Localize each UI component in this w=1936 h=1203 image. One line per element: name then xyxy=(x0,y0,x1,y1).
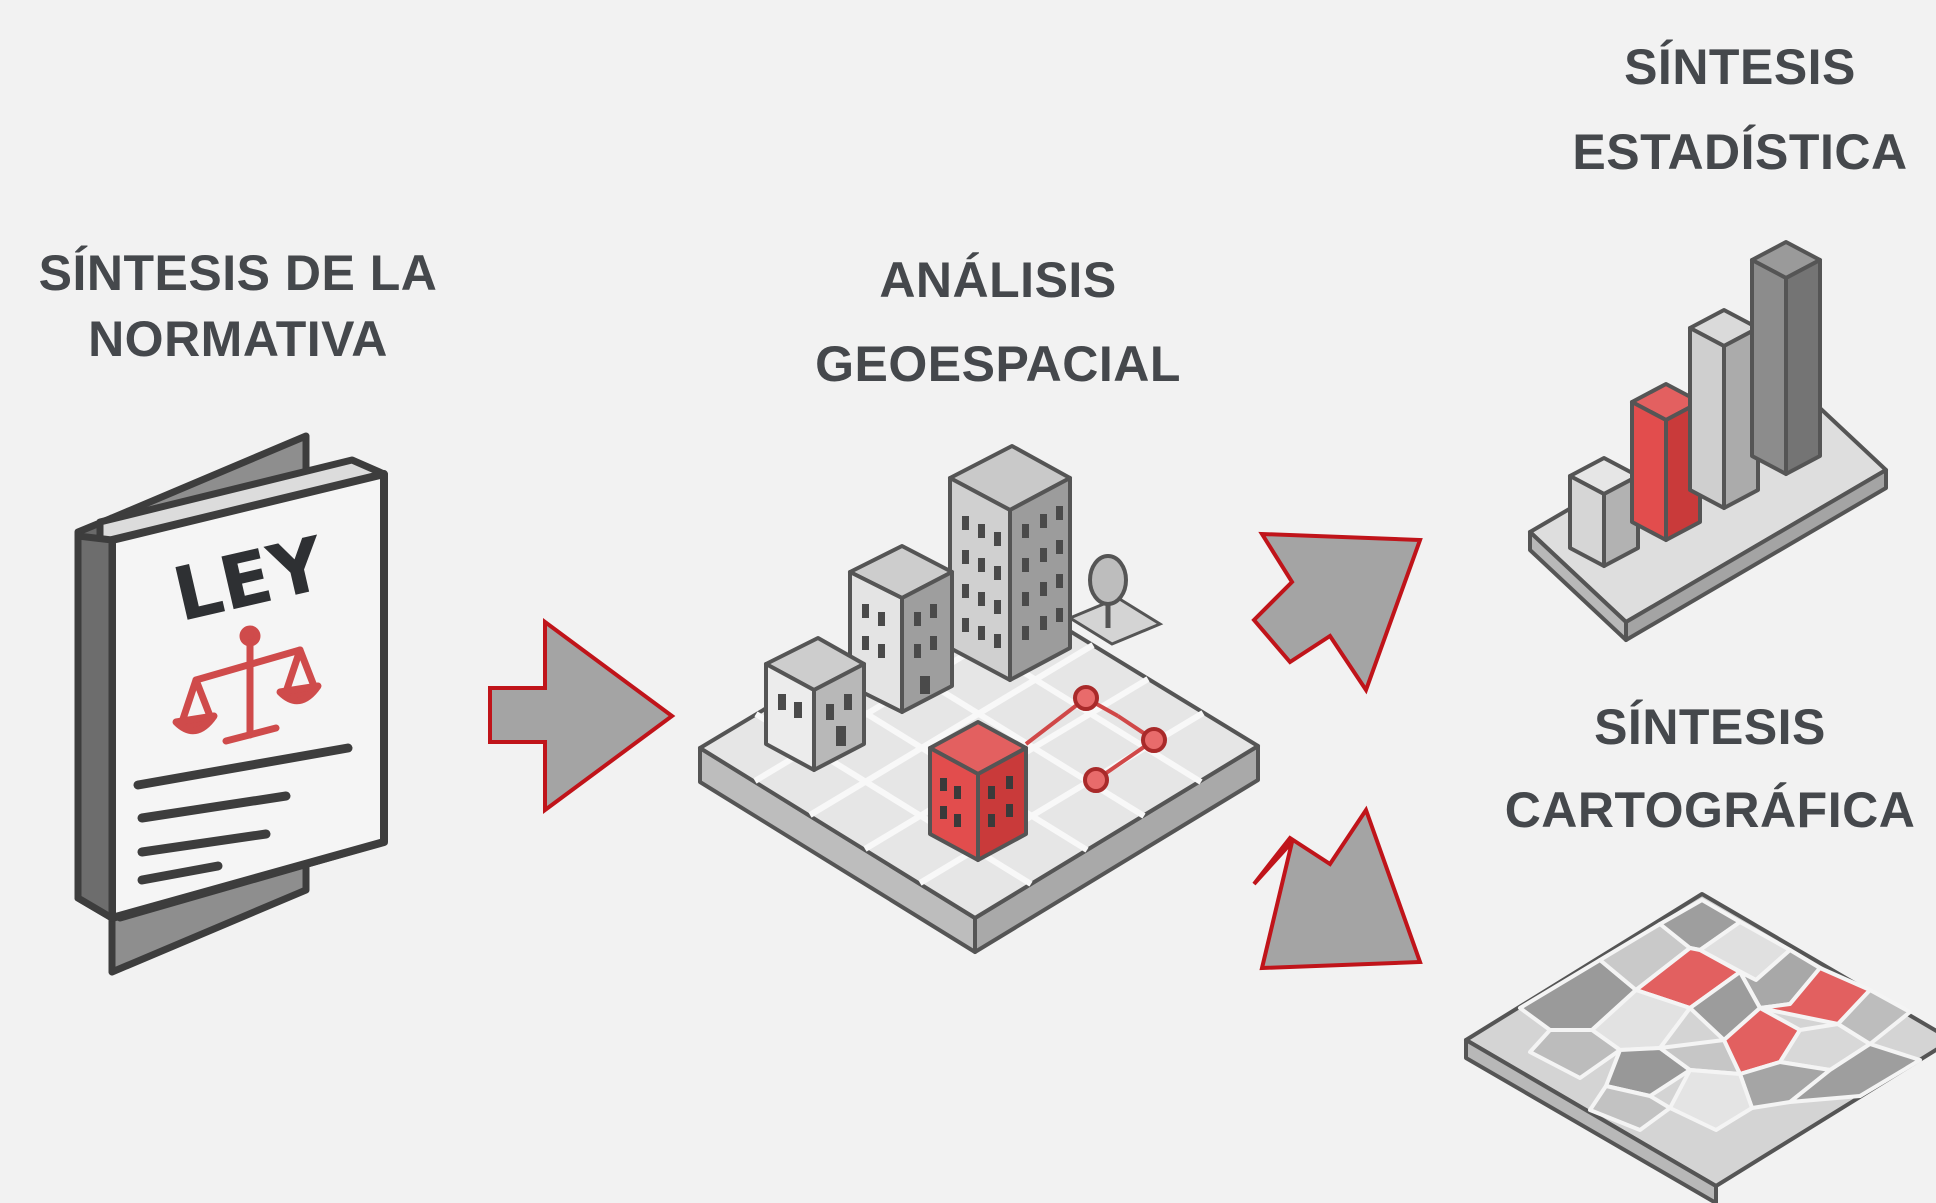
label-line: SÍNTESIS xyxy=(1624,39,1856,95)
law-book-icon: LEY xyxy=(74,432,388,976)
small-building-icon xyxy=(764,636,866,772)
scales-of-justice-icon xyxy=(172,625,322,745)
label-sintesis-normativa: SÍNTESIS DE LA NORMATIVA xyxy=(0,240,476,372)
arrow-down-right-icon xyxy=(1252,805,1423,971)
bar-chart-icon xyxy=(1528,240,1888,642)
highlighted-building-icon xyxy=(928,720,1028,862)
tree-icon xyxy=(1066,554,1164,646)
label-analisis-geoespacial: ANÁLISIS GEOESPACIAL xyxy=(770,238,1226,406)
label-line: ESTADÍSTICA xyxy=(1572,124,1908,180)
label-line: GEOESPACIAL xyxy=(815,336,1181,392)
label-sintesis-cartografica: SÍNTESIS CARTOGRÁFICA xyxy=(1465,686,1936,852)
tower-building-icon xyxy=(948,444,1072,682)
label-line: SÍNTESIS DE LA xyxy=(38,245,438,301)
arrow-right-icon xyxy=(488,618,676,814)
arrow-up-right-icon xyxy=(1251,531,1423,695)
network-route-icon xyxy=(1024,685,1167,793)
label-line: NORMATIVA xyxy=(88,311,388,367)
label-line: SÍNTESIS xyxy=(1594,699,1826,755)
choropleth-map-icon xyxy=(1464,892,1936,1203)
city-platform-icon xyxy=(698,444,1260,954)
book-text-lines xyxy=(133,743,353,885)
label-line: ANÁLISIS xyxy=(879,252,1117,308)
label-sintesis-estadistica: SÍNTESIS ESTADÍSTICA xyxy=(1510,25,1936,195)
label-line: CARTOGRÁFICA xyxy=(1504,782,1916,838)
